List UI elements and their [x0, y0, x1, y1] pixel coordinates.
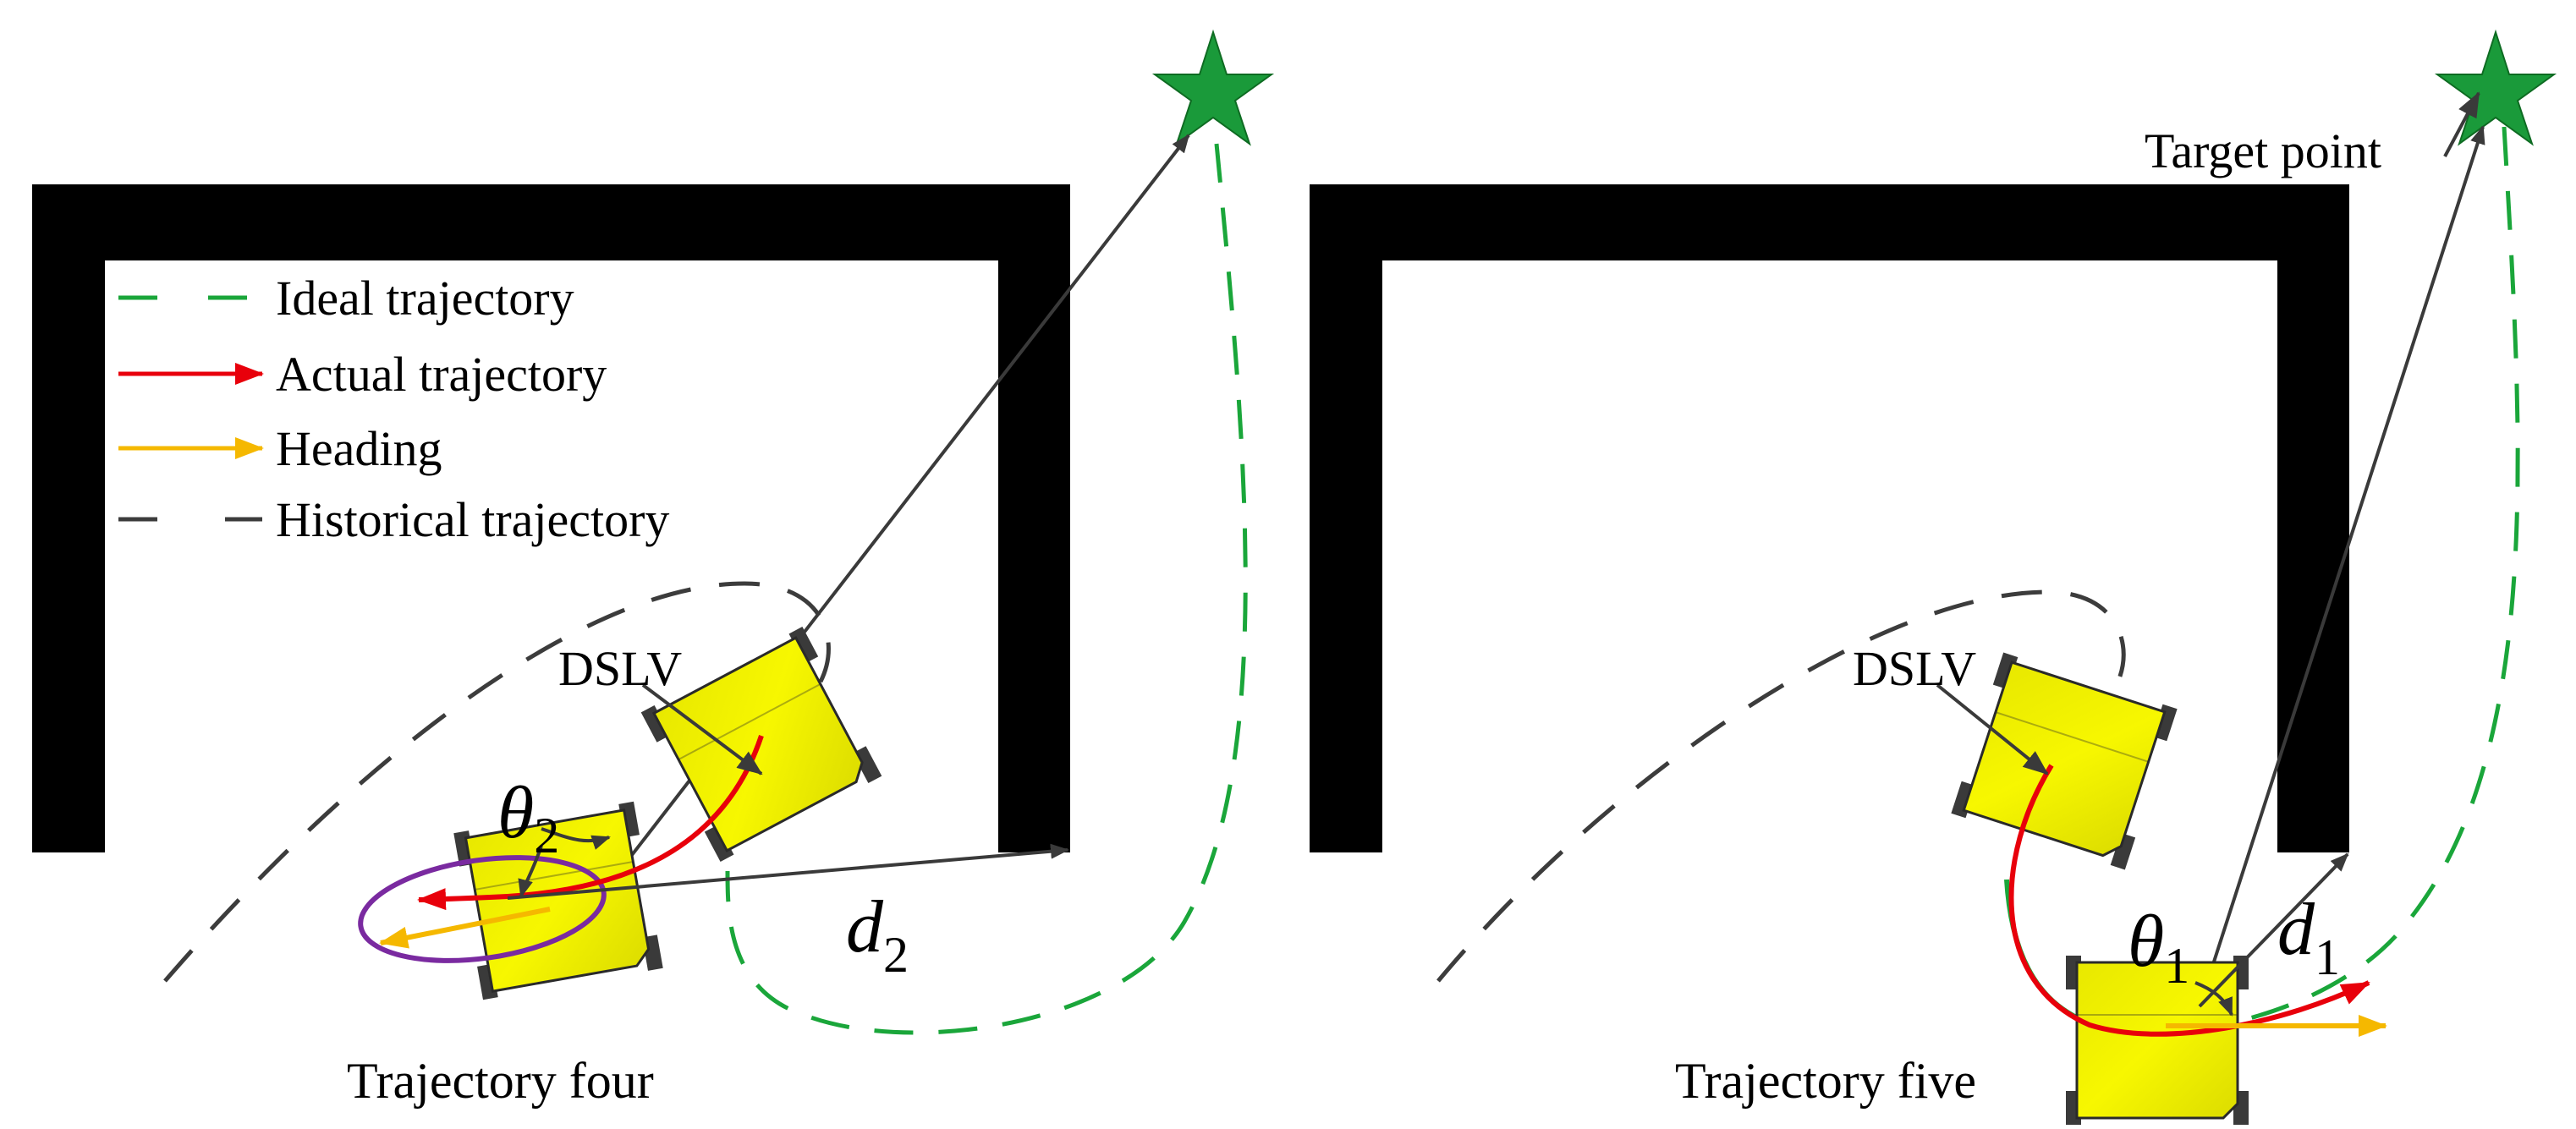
angle-sub-left: 2 — [534, 808, 559, 863]
distance-line-left — [507, 843, 1069, 900]
highlight-ellipse-left — [358, 855, 607, 963]
target-line-right — [2198, 125, 2485, 1007]
dslv-pointer-left — [641, 683, 763, 776]
target-pointer — [2443, 91, 2480, 157]
actual-trajectory-left — [417, 735, 764, 911]
legend-ideal-label: Ideal trajectory — [276, 271, 574, 326]
vehicle-label-right: DSLV — [1853, 641, 1976, 696]
distance-symbol-left: d — [846, 886, 884, 968]
distance-symbol-right: d — [2277, 889, 2315, 971]
ideal-trajectory-right — [2148, 126, 2520, 1036]
caption-left: Trajectory four — [347, 1053, 654, 1109]
right-panel — [1310, 29, 2557, 1126]
wall-left — [32, 184, 1070, 852]
angle-arc2-left — [518, 845, 543, 898]
actual-trajectory-right — [2008, 764, 2370, 1037]
angle-arc-right — [2194, 981, 2233, 1017]
vehicle-icon — [1949, 651, 2179, 871]
distance-label-left: d2 — [846, 886, 909, 983]
dslv-pointer-right — [1936, 683, 2049, 776]
legend-actual-label: Actual trajectory — [276, 347, 607, 402]
legend: Ideal trajectory Actual trajectory Headi… — [118, 271, 669, 547]
star-icon — [1151, 29, 1275, 146]
angle-symbol-right: θ — [2128, 901, 2164, 983]
caption-right: Trajectory five — [1675, 1053, 1976, 1109]
distance-label-right: d1 — [2277, 889, 2340, 985]
angle-symbol-left: θ — [497, 772, 534, 854]
wall-right — [1310, 184, 2349, 852]
heading-arrow-left — [379, 907, 551, 949]
target-label: Target point — [2145, 123, 2381, 178]
distance-line-right — [2198, 852, 2349, 1008]
left-panel — [32, 29, 1275, 1035]
angle-sub-right: 1 — [2164, 938, 2189, 994]
vehicle-label-left: DSLV — [558, 641, 682, 696]
ideal-trajectory-left — [725, 143, 1248, 1035]
angle-label-right: θ1 — [2128, 901, 2189, 994]
distance-sub-right: 1 — [2315, 929, 2340, 985]
angle-label-left: θ2 — [497, 772, 559, 863]
legend-historical-label: Historical trajectory — [276, 492, 669, 547]
angle-arc-left — [541, 827, 611, 850]
legend-heading-label: Heading — [276, 421, 442, 476]
star-icon — [2434, 29, 2557, 146]
distance-sub-left: 2 — [883, 927, 909, 983]
